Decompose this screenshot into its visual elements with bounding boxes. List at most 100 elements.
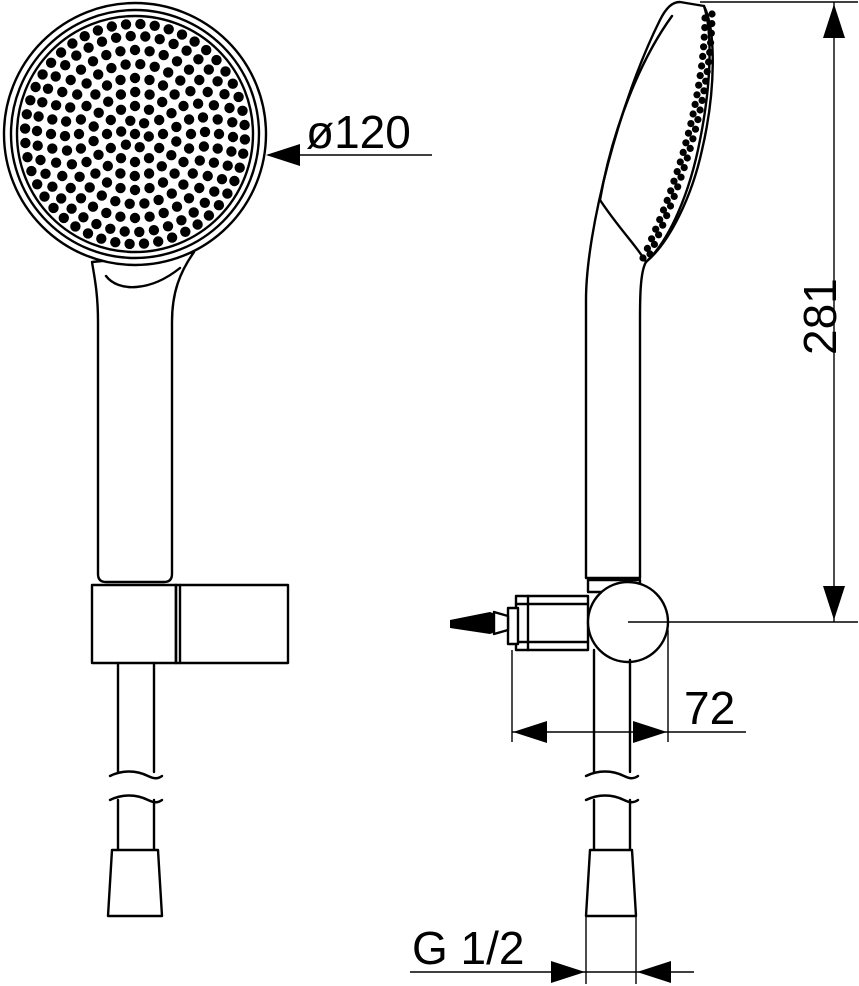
nozzle-dot [166, 108, 177, 119]
nozzle-dot [229, 175, 240, 187]
nozzle-dot [189, 36, 200, 47]
nozzle-dot [88, 135, 99, 147]
wall-screw [450, 610, 510, 636]
nozzle-dot [181, 45, 192, 56]
nozzle-dot [32, 179, 43, 190]
nozzle-dot [50, 71, 61, 82]
nozzle-dot [50, 157, 62, 168]
nozzle-dot [227, 117, 238, 128]
nozzle-dot [90, 89, 101, 100]
nozzle-dot [153, 194, 164, 206]
nozzle-dot [153, 236, 164, 247]
side-nozzle-dot [698, 62, 706, 70]
nozzle-dot [154, 34, 165, 45]
nozzle-dot [194, 74, 205, 86]
nozzle-dot [59, 59, 71, 71]
nozzle-dot [22, 152, 33, 163]
nozzle-dot [178, 100, 189, 112]
nozzle-dot [201, 44, 212, 56]
nozzle-dot [157, 80, 169, 91]
nozzle-dot [65, 182, 76, 194]
nozzle-dot [180, 226, 191, 237]
nozzle-dot [93, 107, 104, 119]
nozzle-dot [90, 168, 101, 179]
side-nozzle-dot [703, 68, 711, 76]
nozzle-dot [193, 54, 204, 65]
nozzle-dot [42, 83, 54, 95]
nozzle-dot [101, 177, 113, 188]
nozzle-dot [110, 32, 122, 43]
nozzle-dot [56, 193, 67, 204]
nozzle-dot [26, 165, 37, 177]
nozzle-dot [140, 31, 151, 42]
nozzle-dot [25, 95, 36, 106]
nozzle-dot [199, 126, 211, 138]
nozzle-dot [208, 100, 220, 111]
nozzle-dot [71, 50, 82, 61]
nozzle-dot [65, 102, 76, 113]
nozzle-dot [143, 104, 155, 116]
nozzle-dot [88, 121, 99, 132]
nozzle-dot [183, 193, 195, 204]
nozzle-dot [91, 218, 102, 230]
nozzle-dot [208, 157, 220, 168]
nozzle-dot [79, 31, 90, 42]
side-nozzle-dot [666, 202, 675, 210]
nozzle-dot [216, 174, 228, 185]
side-nozzle-dot [708, 20, 716, 28]
nozzle-dot [158, 207, 169, 219]
nozzle-dot [134, 142, 145, 153]
side-nozzle-dot [695, 81, 703, 89]
nozzle-dot [168, 38, 179, 50]
nozzle-dot [105, 142, 117, 154]
nozzle-dot [115, 89, 127, 100]
nozzle-dot [213, 200, 225, 211]
nozzle-dot [47, 143, 58, 154]
nozzle-dot [158, 49, 169, 61]
nozzle-dot [96, 36, 108, 47]
nozzle-dot [37, 97, 48, 108]
nozzle-dot [45, 57, 57, 68]
nozzle-dot [185, 86, 196, 97]
spray-nozzles [19, 18, 251, 250]
nozzle-dot [138, 118, 150, 129]
nozzle-dot [199, 197, 210, 208]
nozzle-dot [202, 170, 213, 182]
side-nozzle-dot [670, 177, 678, 185]
nozzle-dot [120, 19, 132, 30]
side-nozzle-dot [648, 235, 656, 243]
nozzle-dot [211, 54, 222, 66]
side-nozzle-dot [687, 120, 695, 128]
nozzle-dot [45, 128, 57, 140]
side-nozzle-dot [693, 91, 701, 99]
front-view: ø120 [2, 1, 432, 918]
side-hose-nut [584, 848, 638, 918]
nozzle-dot [129, 170, 140, 182]
nozzle-dot [239, 119, 250, 131]
nozzle-dot [227, 131, 239, 143]
side-nozzle-dot [652, 225, 660, 233]
nozzle-dot [154, 142, 165, 154]
side-nozzle-dot [707, 39, 715, 47]
nozzle-dot [106, 21, 118, 32]
nozzle-dot [82, 228, 94, 239]
nozzle-dot [125, 30, 136, 42]
nozzle-dot [129, 184, 141, 196]
nozzle-dot [30, 81, 41, 93]
nozzle-dot [50, 100, 62, 111]
side-nozzle-dots [639, 10, 716, 262]
side-nozzle-dot [700, 43, 708, 51]
nozzle-dot [143, 168, 155, 179]
nozzle-dot [116, 126, 127, 137]
nozzle-dot [74, 171, 85, 182]
nozzle-dot [203, 64, 214, 75]
nozzle-dot [166, 188, 177, 199]
diameter-dimension: ø120 [266, 106, 432, 166]
nozzle-dot [93, 149, 104, 160]
nozzle-dot [81, 78, 92, 89]
nozzle-dot [135, 58, 146, 70]
nozzle-dot [110, 196, 121, 207]
nozzle-dot [96, 190, 108, 201]
nozzle-dot [194, 155, 205, 166]
side-nozzle-dot [708, 10, 716, 18]
